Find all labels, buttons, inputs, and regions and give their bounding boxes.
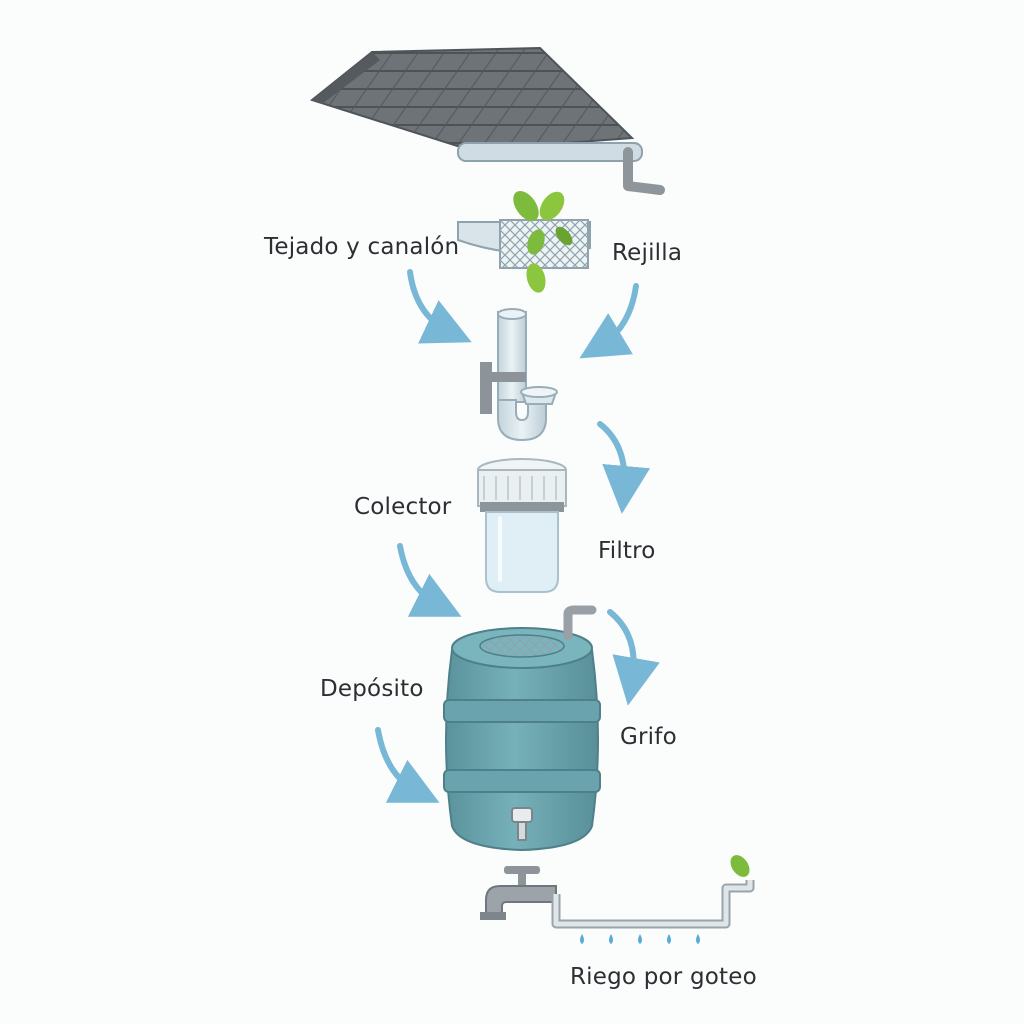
label-collector: Colector bbox=[354, 494, 452, 520]
arrow-tank-to-tap bbox=[375, 727, 440, 803]
roof-illustration bbox=[309, 46, 635, 152]
arrow-roof-to-collector bbox=[407, 269, 472, 344]
filter-illustration bbox=[477, 458, 567, 593]
gutter-illustration bbox=[457, 142, 665, 195]
arrow-collector-to-filter bbox=[597, 421, 651, 514]
label-filter: Filtro bbox=[598, 538, 656, 564]
label-drip-irrigation: Riego por goteo bbox=[570, 964, 757, 990]
label-tank: Depósito bbox=[320, 676, 424, 702]
tank-spigot-icon bbox=[511, 807, 533, 841]
arrow-screen-to-collector bbox=[579, 283, 639, 359]
drip-emitters bbox=[580, 934, 700, 944]
drip-line-illustration bbox=[551, 855, 755, 944]
sprout-icon bbox=[730, 855, 750, 877]
label-screen: Rejilla bbox=[612, 240, 683, 266]
arrow-downpipe-to-tank bbox=[607, 609, 660, 706]
tank-illustration bbox=[443, 605, 601, 852]
screen-illustration bbox=[457, 190, 591, 293]
label-tap: Grifo bbox=[620, 724, 677, 750]
flow-arrows bbox=[375, 269, 660, 803]
arrow-filter-to-tank bbox=[397, 543, 462, 617]
label-roof-gutter: Tejado y canalón bbox=[264, 234, 460, 260]
tap-illustration bbox=[480, 866, 557, 920]
collector-illustration bbox=[480, 308, 558, 442]
leaf-icon bbox=[513, 190, 573, 293]
